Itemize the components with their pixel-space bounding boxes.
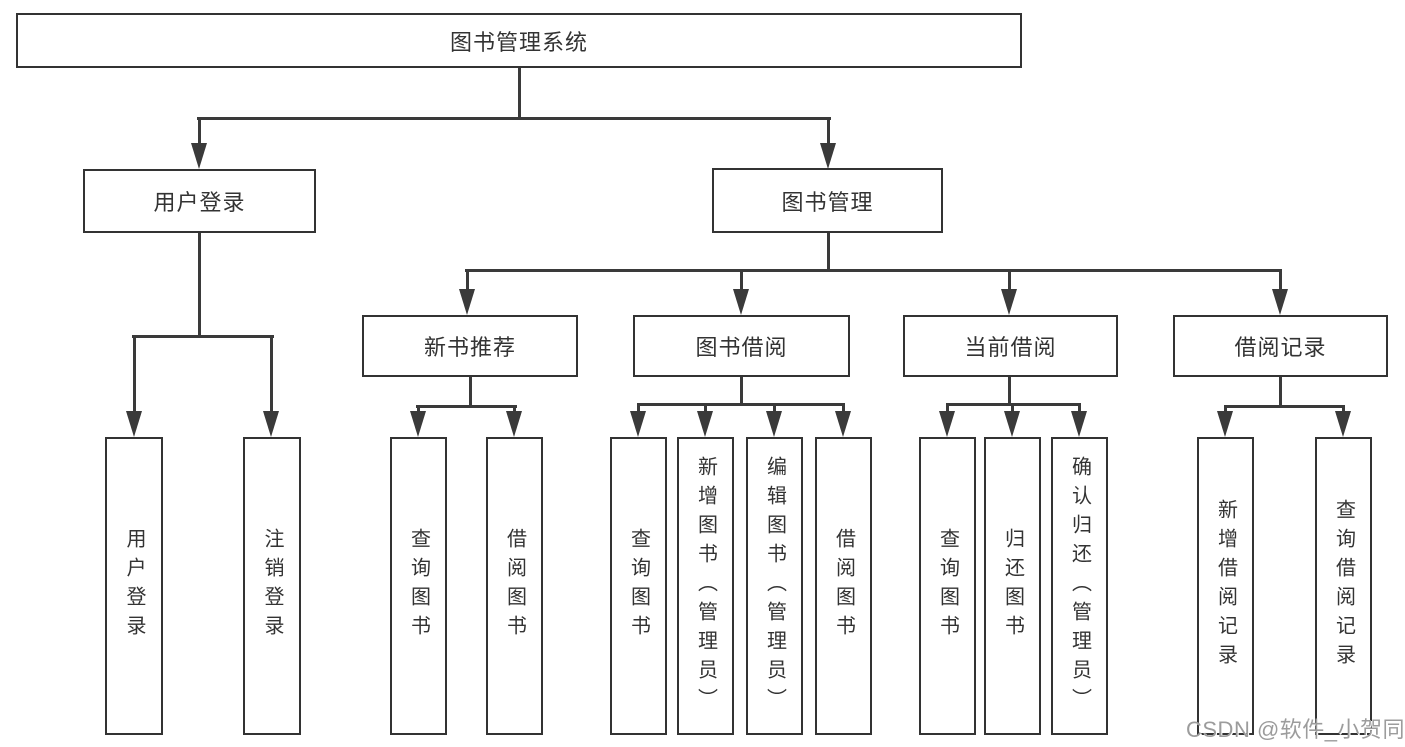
connector-root-stem — [518, 66, 521, 119]
arrowhead-nb-borrow — [506, 411, 522, 437]
leaf-bb-borrow-books: 借阅图书 — [815, 437, 872, 735]
leaf-logout: 注销登录 — [243, 437, 301, 735]
leaf-cb-query-books-label: 查询图书 — [936, 528, 959, 644]
leaf-cb-return-books: 归还图书 — [984, 437, 1041, 735]
leaf-nb-borrow-books-label: 借阅图书 — [503, 528, 526, 644]
arrowhead-current-borrow — [1001, 289, 1017, 315]
arrowhead-bb-edit — [766, 411, 782, 437]
leaf-br-query-record: 查询借阅记录 — [1315, 437, 1372, 735]
connector-new-book-hline — [416, 405, 517, 408]
connector-level3-hline — [465, 269, 1282, 272]
arrowhead-bb-borrow — [835, 411, 851, 437]
leaf-cb-query-books: 查询图书 — [919, 437, 976, 735]
leaf-bb-query-books-label: 查询图书 — [627, 528, 650, 644]
node-book-borrowing: 图书借阅 — [633, 315, 850, 377]
arrowhead-br-add — [1217, 411, 1233, 437]
node-user-login: 用户登录 — [83, 169, 316, 233]
node-library-system-label: 图书管理系统 — [449, 29, 588, 55]
leaf-logout-label: 注销登录 — [261, 528, 283, 644]
connector-new-book-stem — [469, 377, 472, 408]
connector-cb-query-drop — [946, 403, 949, 413]
arrowhead-cb-query — [939, 411, 955, 437]
leaf-user-login: 用户登录 — [105, 437, 163, 735]
arrowhead-br-query — [1335, 411, 1351, 437]
node-borrowing-records-label: 借阅记录 — [1234, 335, 1327, 360]
connector-user-login-stem — [198, 232, 201, 337]
leaf-cb-confirm-return-admin-label: 确认归还（管理员） — [1068, 455, 1091, 717]
node-current-borrowing: 当前借阅 — [903, 315, 1118, 377]
arrowhead-leaf-logout — [263, 411, 279, 437]
connector-br-query-drop — [1342, 405, 1345, 413]
connector-borrow-records-hline — [1224, 405, 1345, 408]
arrowhead-cb-return — [1004, 411, 1020, 437]
arrowhead-user-login — [191, 143, 207, 169]
leaf-cb-return-books-label: 归还图书 — [1001, 528, 1024, 644]
connector-bb-edit-drop — [773, 403, 776, 413]
connector-borrow-records-stem — [1279, 377, 1282, 408]
node-book-management: 图书管理 — [712, 168, 943, 233]
connector-cb-return-drop — [1011, 403, 1014, 413]
leaf-nb-borrow-books: 借阅图书 — [486, 437, 543, 735]
leaf-bb-edit-books-admin: 编辑图书（管理员） — [746, 437, 803, 735]
leaf-bb-query-books: 查询图书 — [610, 437, 667, 735]
arrowhead-bb-add — [697, 411, 713, 437]
connector-book-borrow-hline — [637, 403, 845, 406]
connector-br-add-drop — [1224, 405, 1227, 413]
connector-level2-hline — [197, 117, 831, 120]
connector-nb-borrow-drop — [513, 405, 516, 415]
arrowhead-book-mgmt — [820, 143, 836, 169]
arrowhead-borrow-records — [1272, 289, 1288, 315]
connector-book-borrow-stem — [740, 377, 743, 405]
connector-bb-borrow-drop — [842, 403, 845, 413]
arrowhead-cb-confirm — [1071, 411, 1087, 437]
leaf-bb-borrow-books-label: 借阅图书 — [832, 528, 855, 644]
connector-new-book-drop — [466, 269, 469, 291]
connector-bb-add-drop — [704, 403, 707, 413]
node-new-book-recommend: 新书推荐 — [362, 315, 578, 377]
node-book-management-label: 图书管理 — [781, 189, 874, 215]
leaf-bb-edit-books-admin-label: 编辑图书（管理员） — [763, 455, 786, 717]
connector-current-borrow-drop — [1008, 269, 1011, 291]
connector-leaf-logout-drop — [270, 335, 273, 413]
connector-nb-query-drop — [417, 405, 420, 415]
arrowhead-bb-query — [630, 411, 646, 437]
connector-book-mgmt-stem — [827, 233, 830, 271]
connector-user-login-hline — [132, 335, 274, 338]
connector-cb-confirm-drop — [1078, 403, 1081, 413]
arrowhead-book-borrow — [733, 289, 749, 315]
arrowhead-leaf-user-login — [126, 411, 142, 437]
leaf-bb-add-books-admin: 新增图书（管理员） — [677, 437, 734, 735]
leaf-br-add-record-label: 新增借阅记录 — [1214, 499, 1237, 673]
connector-bb-query-drop — [637, 403, 640, 413]
connector-leaf-user-login-drop — [133, 335, 136, 413]
connector-current-borrow-stem — [1008, 377, 1011, 405]
node-user-login-label: 用户登录 — [153, 190, 246, 215]
leaf-cb-confirm-return-admin: 确认归还（管理员） — [1051, 437, 1108, 735]
connector-book-borrow-drop — [740, 269, 743, 291]
leaf-user-login-label: 用户登录 — [123, 528, 145, 644]
leaf-br-add-record: 新增借阅记录 — [1197, 437, 1254, 735]
node-library-system: 图书管理系统 — [16, 13, 1022, 68]
connector-user-login-drop — [198, 117, 201, 145]
leaf-br-query-record-label: 查询借阅记录 — [1332, 499, 1355, 673]
node-current-borrowing-label: 当前借阅 — [964, 335, 1057, 360]
leaf-bb-add-books-admin-label: 新增图书（管理员） — [694, 455, 717, 717]
leaf-nb-query-books: 查询图书 — [390, 437, 447, 735]
connector-borrow-records-drop — [1279, 269, 1282, 291]
arrowhead-new-book — [459, 289, 475, 315]
node-new-book-recommend-label: 新书推荐 — [423, 335, 516, 360]
node-borrowing-records: 借阅记录 — [1173, 315, 1388, 377]
node-book-borrowing-label: 图书借阅 — [695, 335, 788, 360]
watermark-text: CSDN @软件_小贺同学 — [1186, 717, 1405, 742]
arrowhead-nb-query — [410, 411, 426, 437]
connector-book-mgmt-drop — [827, 117, 830, 145]
leaf-nb-query-books-label: 查询图书 — [407, 528, 430, 644]
